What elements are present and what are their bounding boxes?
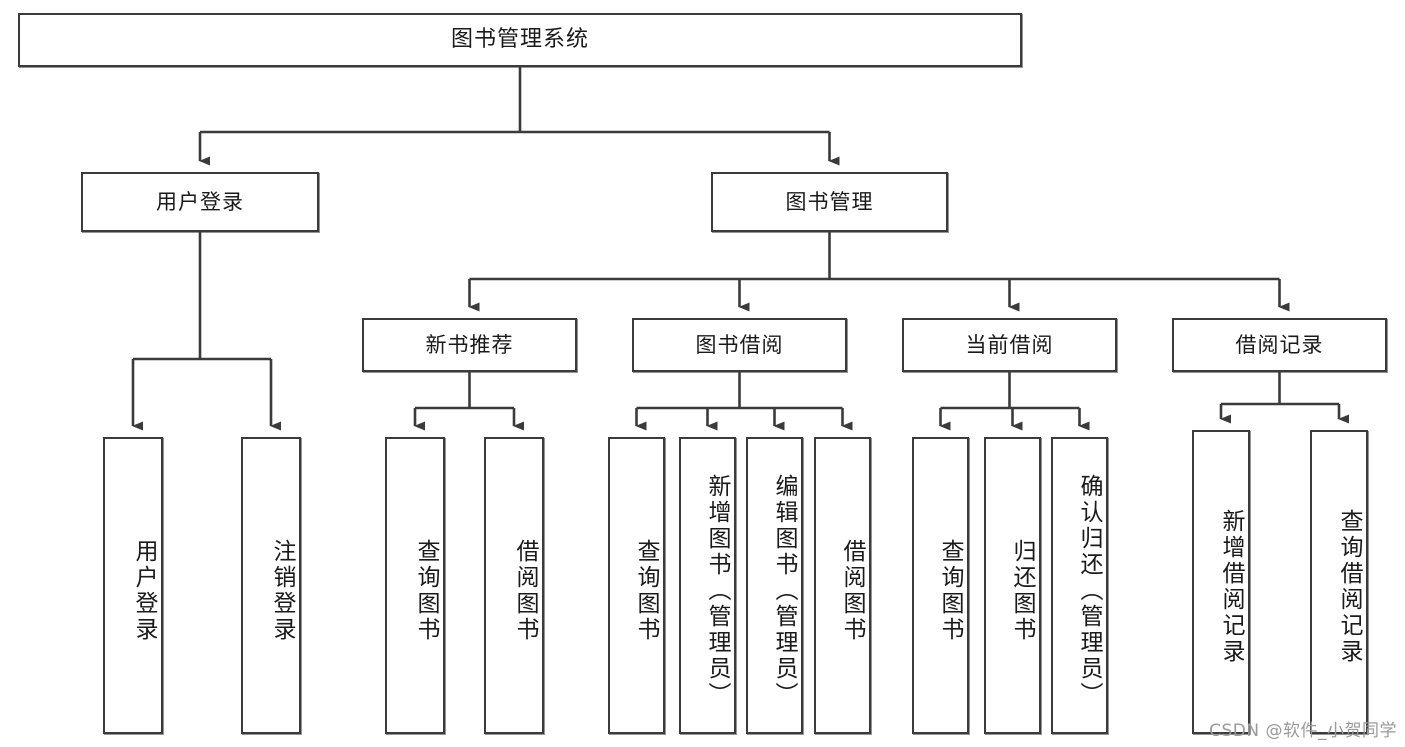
node-label: 当前借阅 [965,332,1054,357]
node-label: 查询借阅记录 [1336,509,1362,665]
node-label: 图书管理系统 [450,27,589,53]
node-leaf-cb-return[interactable]: 归还图书 [984,437,1041,734]
node-label: 查询图书 [413,538,439,643]
watermark: CSDN @软件_小贺同学 [1209,721,1397,741]
node-leaf-cb-confirm[interactable]: 确认归还（管理员） [1051,437,1108,734]
node-label: 图书借阅 [695,332,784,357]
node-login[interactable]: 用户登录 [81,172,319,232]
node-label: 查询图书 [633,538,659,643]
node-current[interactable]: 当前借阅 [902,318,1117,372]
node-label: 用户登录 [131,538,157,643]
node-newbook[interactable]: 新书推荐 [362,318,577,372]
node-leaf-bw-edit[interactable]: 编辑图书（管理员） [746,437,803,734]
node-leaf-rc-query[interactable]: 查询借阅记录 [1310,430,1368,734]
node-label: 图书管理 [785,189,874,214]
node-leaf-bw-add[interactable]: 新增图书（管理员） [679,437,736,734]
node-label: 借阅记录 [1235,332,1324,357]
node-leaf-nb-borrow[interactable]: 借阅图书 [484,437,544,734]
node-label: 归还图书 [1009,538,1035,643]
node-label: 编辑图书（管理员） [771,473,797,708]
node-leaf-nb-query[interactable]: 查询图书 [385,437,445,734]
node-leaf-rc-add[interactable]: 新增借阅记录 [1192,430,1250,734]
node-leaf-bw-borrow[interactable]: 借阅图书 [814,437,871,734]
node-label: 新书推荐 [425,332,514,357]
node-root[interactable]: 图书管理系统 [18,13,1022,67]
node-leaf-cb-query[interactable]: 查询图书 [912,437,969,734]
node-label: 确认归还（管理员） [1076,473,1102,708]
node-leaf-bw-query[interactable]: 查询图书 [608,437,665,734]
node-label: 新增借阅记录 [1218,509,1244,665]
node-leaf-user-logout[interactable]: 注销登录 [241,437,301,734]
node-borrow[interactable]: 图书借阅 [632,318,847,372]
node-label: 注销登录 [269,538,295,643]
node-label: 查询图书 [937,538,963,643]
node-label: 借阅图书 [512,538,538,643]
node-label: 借阅图书 [839,538,865,643]
node-label: 新增图书（管理员） [704,473,730,708]
node-records[interactable]: 借阅记录 [1172,318,1387,372]
node-label: 用户登录 [156,189,244,214]
node-leaf-user-login[interactable]: 用户登录 [103,437,163,734]
node-bookmgmt[interactable]: 图书管理 [711,172,948,232]
